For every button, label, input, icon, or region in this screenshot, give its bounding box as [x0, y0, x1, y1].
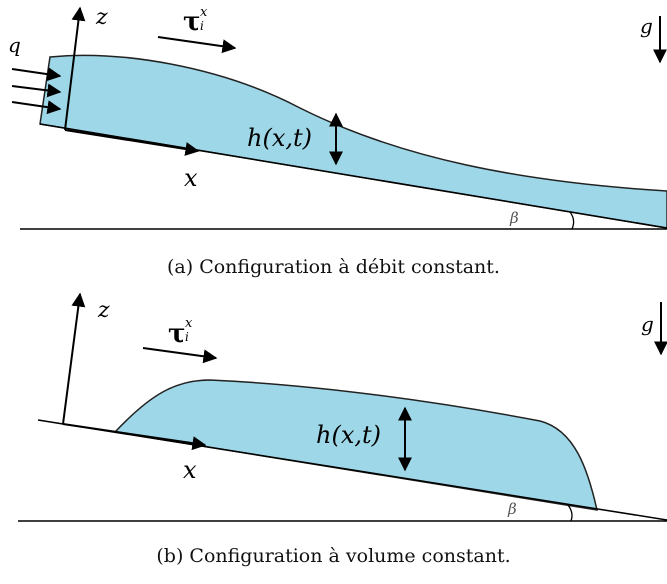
beta-arc-a	[569, 211, 575, 230]
beta-arc-b	[567, 504, 573, 522]
beta-label-b: β	[507, 500, 517, 518]
x-label-a: x	[184, 164, 198, 192]
tau-sup-a: x	[200, 5, 208, 20]
caption-a: (a) Configuration à débit constant.	[167, 256, 500, 278]
z-axis-a	[64, 6, 86, 131]
panel-a: z q x g h(x,t) β τ x i	[8, 5, 667, 230]
tau-sup-b: x	[185, 316, 193, 331]
inflow-arrow-1	[11, 67, 62, 82]
g-label-b: g	[641, 312, 654, 336]
x-axis-a	[64, 129, 200, 156]
g-label-a: g	[640, 14, 653, 38]
tau-arrow-b	[142, 347, 218, 364]
inflow-arrow-3	[11, 100, 62, 115]
beta-label-a: β	[509, 209, 519, 227]
tau-sub-b: i	[185, 330, 189, 344]
q-label-a: q	[8, 33, 21, 57]
h-label-b: h(x,t)	[316, 421, 381, 449]
x-label-b: x	[183, 456, 197, 484]
tau-label-a: τ	[183, 7, 201, 37]
inflow-arrow-2	[11, 83, 62, 98]
z-label-b: z	[97, 298, 110, 323]
tau-label-b: τ	[168, 319, 186, 349]
z-axis-b	[62, 292, 86, 425]
z-label-a: z	[95, 5, 108, 30]
fluid-layer-b	[113, 379, 598, 511]
tau-sub-a: i	[200, 19, 204, 33]
x-axis-b	[62, 423, 207, 451]
inclined-bed-a	[39, 123, 667, 229]
panel-b: z x g h(x,t) β τ x i	[18, 292, 667, 522]
caption-b: (b) Configuration à volume constant.	[156, 545, 511, 567]
h-label-a: h(x,t)	[247, 124, 312, 152]
tau-arrow-a	[157, 36, 237, 54]
